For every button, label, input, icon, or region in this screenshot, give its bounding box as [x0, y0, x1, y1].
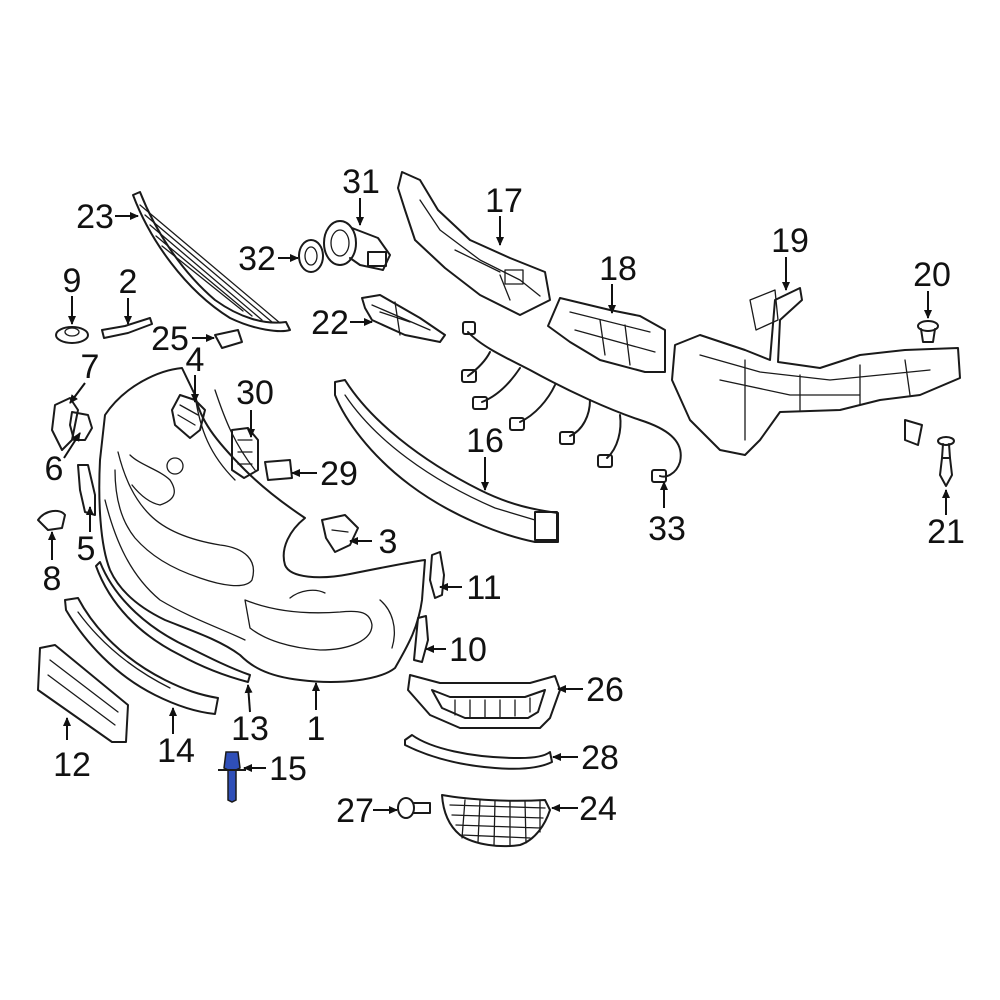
- callout-26: 26: [586, 671, 624, 709]
- callout-20: 20: [913, 256, 951, 294]
- callout-17: 17: [485, 182, 523, 220]
- part-2-strip: [101, 317, 153, 339]
- part-18-bracket: [547, 297, 666, 373]
- part-5-bracket: [77, 464, 96, 516]
- callout-15: 15: [269, 750, 307, 788]
- part-31-parking-sensor: [323, 220, 391, 271]
- callout-7: 7: [81, 348, 100, 386]
- part-30-bracket: [231, 427, 259, 479]
- part-27-screw: [397, 797, 431, 819]
- callout-30: 30: [236, 374, 274, 412]
- callout-28: 28: [581, 739, 619, 777]
- callout-18: 18: [599, 250, 637, 288]
- callout-32: 32: [238, 240, 276, 278]
- part-12-plate-bracket: [37, 644, 129, 743]
- callout-6: 6: [45, 450, 64, 488]
- part-19-mount-bracket: [671, 287, 961, 456]
- part-15-fastener: [218, 751, 246, 803]
- part-1-bumper-cover: [98, 367, 426, 683]
- part-26-grille-frame: [407, 674, 561, 729]
- part-22-bracket: [361, 294, 446, 343]
- part-32-sensor-ring: [298, 239, 324, 273]
- callout-8: 8: [43, 560, 62, 598]
- part-28-trim-strip: [404, 734, 553, 770]
- part-20-clip: [917, 320, 939, 343]
- leader-lines: [48, 198, 950, 814]
- callout-labels: 1 2 3 4 5 6 7 8 9 10 11 12 13 14 15 16 1…: [43, 163, 965, 830]
- part-8-corner-cap: [37, 509, 66, 531]
- callout-14: 14: [157, 732, 195, 770]
- callout-22: 22: [311, 304, 349, 342]
- part-23-upper-grille: [132, 191, 291, 333]
- part-29-block: [264, 459, 293, 481]
- callout-21: 21: [927, 513, 965, 551]
- part-6-clip: [69, 411, 93, 441]
- part-17-bracket: [397, 171, 551, 316]
- callout-11: 11: [466, 569, 501, 607]
- callout-24: 24: [579, 790, 617, 828]
- part-9-cap: [55, 326, 89, 344]
- callout-5: 5: [77, 530, 96, 568]
- part-21-push-pin: [937, 436, 955, 487]
- callout-1: 1: [307, 710, 326, 748]
- part-3-bracket: [321, 514, 359, 553]
- part-33-wiring-harness: [461, 321, 682, 483]
- callout-4: 4: [186, 341, 205, 379]
- part-25-clip: [214, 329, 243, 349]
- part-11-side-guide: [429, 551, 445, 599]
- callout-16: 16: [466, 422, 504, 460]
- callout-12: 12: [53, 746, 91, 784]
- callout-2: 2: [119, 263, 138, 301]
- callout-31: 31: [342, 163, 380, 201]
- part-4-bracket: [171, 394, 206, 439]
- callout-29: 29: [320, 455, 358, 493]
- part-13-lower-strip: [95, 561, 251, 683]
- callout-23: 23: [76, 198, 114, 236]
- callout-3: 3: [379, 523, 398, 561]
- callout-19: 19: [771, 222, 809, 260]
- part-16-impact-beam: [334, 379, 559, 543]
- callout-27: 27: [336, 792, 374, 830]
- callout-33: 33: [648, 510, 686, 548]
- part-24-mesh-grille: [441, 794, 551, 848]
- part-14-lower-spoiler: [64, 597, 219, 715]
- callout-25: 25: [151, 320, 189, 358]
- callout-9: 9: [63, 262, 82, 300]
- callout-13: 13: [231, 710, 269, 748]
- callout-10: 10: [449, 631, 487, 669]
